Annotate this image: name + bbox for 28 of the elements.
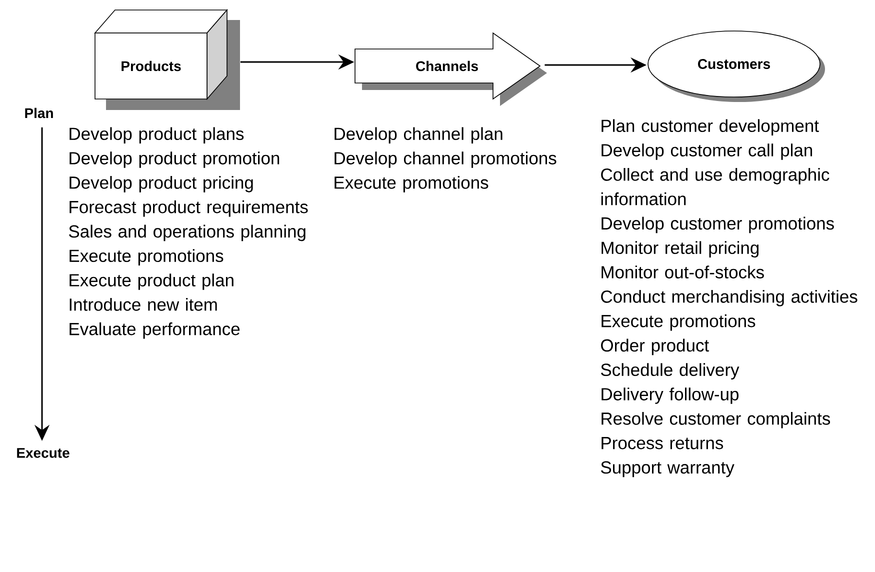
- list-item: Develop product pricing: [70, 176, 253, 192]
- list-item: Develop customer promotions: [602, 216, 834, 234]
- list-item: Monitor retail pricing: [602, 241, 759, 258]
- list-item: Develop product promotion: [70, 152, 280, 168]
- axis-label: Plan: [25, 108, 53, 118]
- list-item: Conduct merchandising activities: [601, 290, 858, 306]
- list-item: Support warranty: [601, 461, 734, 478]
- list-item: Develop product plans: [70, 127, 244, 144]
- list-item: Develop customer call plan: [602, 144, 812, 160]
- list-item: Monitor out-of-stocks: [602, 266, 764, 278]
- list-item: Evaluate performance: [70, 322, 240, 339]
- list-item: Plan customer development: [602, 119, 819, 136]
- list-item: Order product: [601, 338, 709, 356]
- list-item: Schedule delivery: [601, 363, 740, 380]
- list-item: Collect and use demographic information: [601, 168, 830, 206]
- list-item: Develop channel promotions: [334, 152, 556, 168]
- axis-label: Execute: [17, 448, 70, 458]
- list-item: Process returns: [602, 437, 724, 450]
- list-item: Resolve customer complaints: [602, 412, 830, 428]
- list-item: Execute promotions: [334, 176, 488, 192]
- list-item: Sales and operations planning: [69, 224, 306, 242]
- list-item: Execute promotions: [70, 249, 224, 266]
- list-item: Execute promotions: [602, 314, 756, 331]
- list-item: Forecast product requirements: [70, 200, 308, 217]
- list-item: Introduce new item: [70, 298, 217, 311]
- list-item: Execute product plan: [70, 274, 234, 290]
- list-item: Delivery follow-up: [602, 388, 738, 404]
- list-item: Develop channel plan: [334, 127, 502, 144]
